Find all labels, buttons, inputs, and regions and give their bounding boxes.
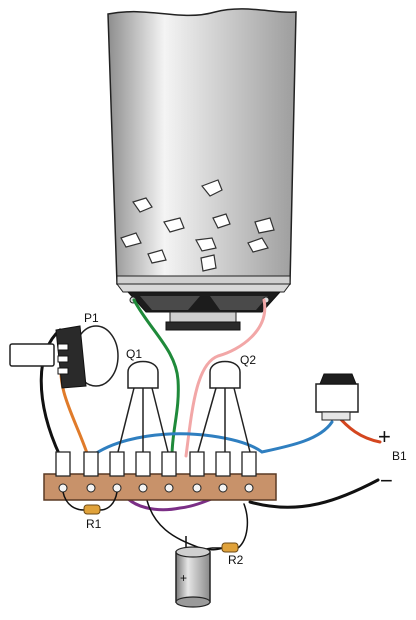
terminal-screws [58,483,254,493]
paper-flakes [120,179,275,272]
terminal-lugs [55,451,257,477]
terminal-strip [43,451,277,501]
resistor-r2: R2 [212,542,244,567]
rocker-switch [315,373,359,421]
black-pot-wire [39,328,62,458]
p1-label: P1 [84,311,99,325]
battery-terminals: + B1 − [378,424,407,493]
black-battery-wire [248,478,380,509]
q2-label: Q2 [240,353,256,367]
capacitor-plus: + [180,571,187,585]
resistor-r1: R1 [62,491,118,531]
r1-label: R1 [86,517,102,531]
r2-label: R2 [228,553,244,567]
plus-sign: + [378,424,391,449]
transistor-q2: Q2 [197,353,256,453]
blue-wire [90,420,334,458]
minus-sign: − [380,468,393,493]
speaker [116,283,291,331]
pink-wire [184,298,267,458]
paper-cup [107,8,297,285]
r2-lead-right [237,503,249,549]
b1-label: B1 [392,449,407,463]
q1-label: Q1 [126,347,142,361]
potentiometer-p1: P1 [9,311,119,389]
capacitor: + [175,536,213,608]
transistor-q1: Q1 [117,347,169,453]
